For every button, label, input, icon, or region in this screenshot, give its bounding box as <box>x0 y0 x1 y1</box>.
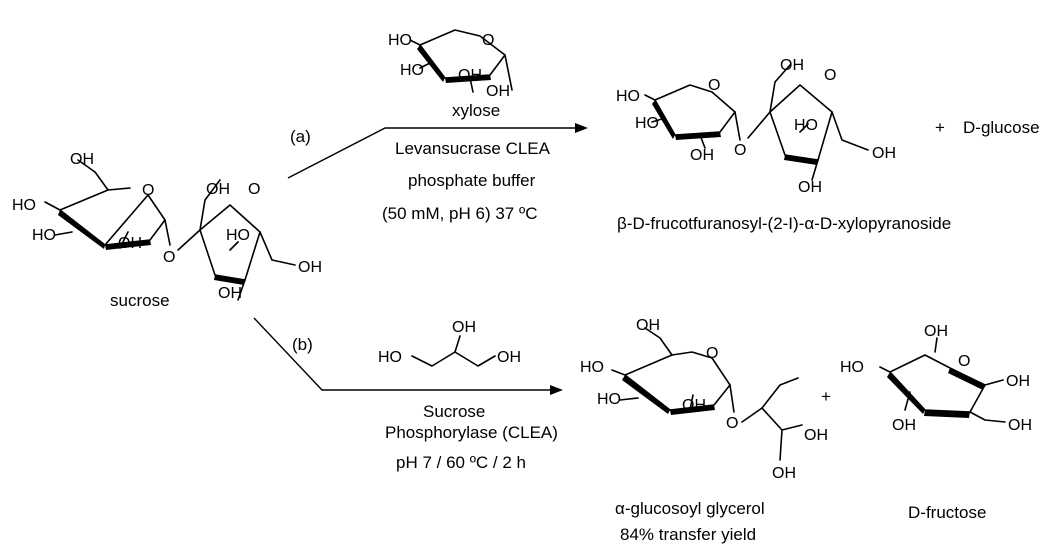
gg-oh-6: OH <box>636 317 660 334</box>
sucrose-oh-2: OH <box>118 235 142 252</box>
glycerol-oh-2: OH <box>452 319 476 336</box>
product-b-yield: 84% transfer yield <box>620 525 756 544</box>
reaction-b-condition-2: Phosphorylase (CLEA) <box>385 423 558 442</box>
sucrose-ho-4: HO <box>12 197 36 214</box>
fructose-oh-bottom: OH <box>892 417 916 434</box>
product-a-ho-3-prime: HO <box>794 117 818 134</box>
sucrose-oh-4-prime: OH <box>218 285 242 302</box>
xylose-ho-4: HO <box>388 32 412 49</box>
reaction-a-plus: + <box>935 118 945 137</box>
reaction-b: (b) HO OH OH Sucrose Phosphorylase (CLEA… <box>253 317 1032 544</box>
fructose-structure: OH HO O OH OH OH <box>840 323 1032 434</box>
gg-ho-3: HO <box>597 391 621 408</box>
reaction-b-condition-1: Sucrose <box>423 402 485 421</box>
product-a-ring-o-fructose: O <box>824 67 836 84</box>
xylopyranoside-structure: HO O HO OH O OH O HO OH OH <box>616 57 896 196</box>
reaction-a-byproduct: D-glucose <box>963 118 1040 137</box>
sucrose-oh-1-prime: OH <box>206 181 230 198</box>
glycerol-oh-3: OH <box>497 349 521 366</box>
sucrose-ring-o-fructose: O <box>248 181 260 198</box>
glucosyl-glycerol-structure: OH O HO HO OH O OH OH <box>580 317 828 482</box>
xylose-ho-3: HO <box>400 62 424 79</box>
sucrose-oh-6: OH <box>70 151 94 168</box>
sucrose-ring-o-glucose: O <box>142 182 154 199</box>
gg-ring-o: O <box>706 345 718 362</box>
product-b-label: α-glucosoyl glycerol <box>615 499 765 518</box>
fructose-oh-ch2: OH <box>1008 417 1032 434</box>
fructose-oh-2: OH <box>1006 373 1030 390</box>
fructose-ring-o: O <box>958 353 970 370</box>
reaction-a-condition-3: (50 mM, pH 6) 37 ºC <box>382 204 537 223</box>
product-a-ho-4: HO <box>616 88 640 105</box>
reaction-b-byproduct: D-fructose <box>908 503 986 522</box>
sucrose-structure: OH O HO HO OH O OH O HO OH OH sucrose <box>12 151 322 310</box>
product-a-oh-4-prime: OH <box>798 179 822 196</box>
xylose-oh-2: OH <box>458 67 482 84</box>
gg-oh-2: OH <box>682 397 706 414</box>
product-a-glycosidic-o: O <box>734 142 746 159</box>
product-a-ring-o-xylose: O <box>708 77 720 94</box>
gg-glycerol-oh-a: OH <box>804 427 828 444</box>
fructose-ho: HO <box>840 359 864 376</box>
product-a-ho-3: HO <box>635 115 659 132</box>
gg-glycerol-oh-b: OH <box>772 465 796 482</box>
gg-ho-4: HO <box>580 359 604 376</box>
reaction-b-condition-3: pH 7 / 60 ºC / 2 h <box>396 453 526 472</box>
gg-glycosidic-o: O <box>726 415 738 432</box>
reaction-b-label: (b) <box>292 335 313 354</box>
reaction-a-label: (a) <box>290 127 311 146</box>
product-a-label: β-D-frucotfuranosyl-(2-I)-α-D-xylopyrano… <box>617 214 951 233</box>
sucrose-glycosidic-o: O <box>163 249 175 266</box>
reaction-a: (a) HO O HO OH OH xylose Levansucrase CL… <box>287 29 1040 233</box>
xylose-structure: HO O HO OH OH xylose <box>388 29 513 120</box>
product-a-oh-6-prime: OH <box>872 145 896 162</box>
sucrose-label: sucrose <box>110 291 170 310</box>
reaction-a-condition-1: Levansucrase CLEA <box>395 139 551 158</box>
reaction-b-plus: + <box>821 387 831 406</box>
glycerol-ho: HO <box>378 349 402 366</box>
xylose-ring-o: O <box>482 32 494 49</box>
sucrose-oh-6-prime: OH <box>298 259 322 276</box>
xylose-oh-1: OH <box>486 83 510 100</box>
product-a-oh-1-prime: OH <box>780 57 804 74</box>
sucrose-ho-3: HO <box>32 227 56 244</box>
reaction-a-condition-2: phosphate buffer <box>408 171 536 190</box>
xylose-label: xylose <box>452 101 500 120</box>
sucrose-ho-3-prime: HO <box>226 227 250 244</box>
product-a-oh-2: OH <box>690 147 714 164</box>
glycerol-structure: HO OH OH <box>378 319 521 367</box>
fructose-oh-top: OH <box>924 323 948 340</box>
